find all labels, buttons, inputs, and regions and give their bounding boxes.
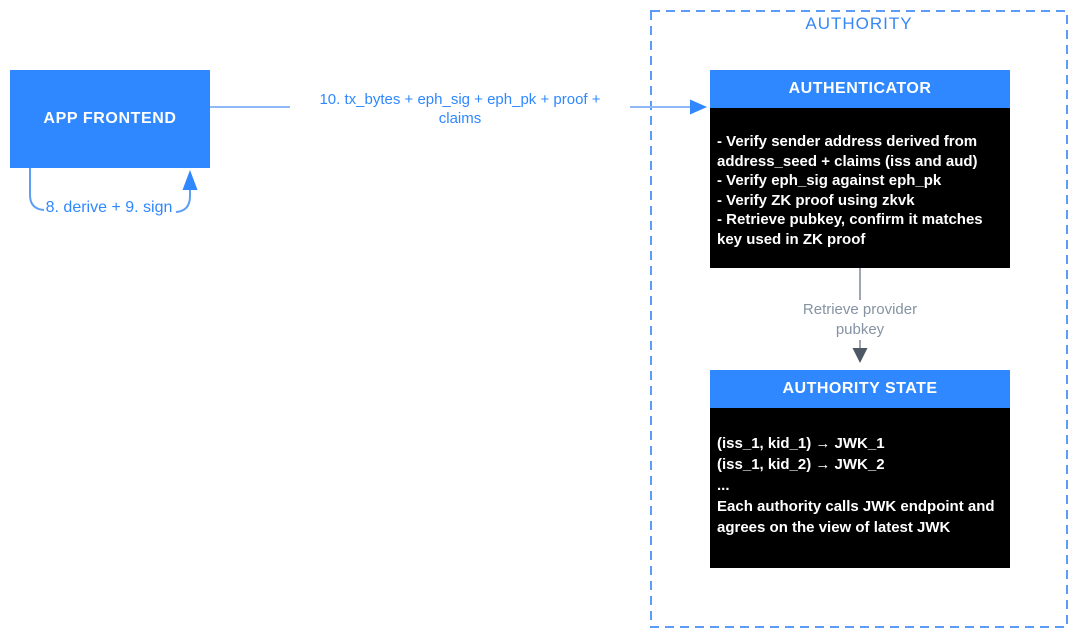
derive-sign-curve-right (175, 189, 191, 213)
tx-arrowhead-right-icon (690, 99, 707, 115)
authenticator-body: - Verify sender address derived from add… (710, 108, 1010, 268)
authenticator-box: AUTHENTICATOR - Verify sender address de… (710, 70, 1010, 268)
authenticator-header: AUTHENTICATOR (710, 70, 1010, 108)
authority-dashed-border (650, 10, 1068, 628)
retrieve-provider-pubkey-label: Retrieve provider pubkey (788, 300, 932, 340)
authority-state-body: (iss_1, kid_1) → JWK_1 (iss_1, kid_2) → … (710, 408, 1010, 568)
derive-sign-arrowhead-up-icon (182, 170, 198, 190)
app-frontend-label: APP FRONTEND (43, 110, 177, 127)
tx-arrow-label: 10. tx_bytes + eph_sig + eph_pk + proof … (290, 90, 630, 128)
authority-state-header: AUTHORITY STATE (710, 370, 1010, 408)
derive-sign-curve-left (29, 168, 45, 211)
authority-container-title: AUTHORITY (805, 14, 913, 33)
retrieve-arrowhead-down-icon (852, 348, 868, 363)
derive-sign-label: 8. derive + 9. sign (45, 199, 173, 216)
authority-state-box: AUTHORITY STATE (iss_1, kid_1) → JWK_1 (… (710, 370, 1010, 568)
app-frontend-box: APP FRONTEND (10, 70, 210, 168)
